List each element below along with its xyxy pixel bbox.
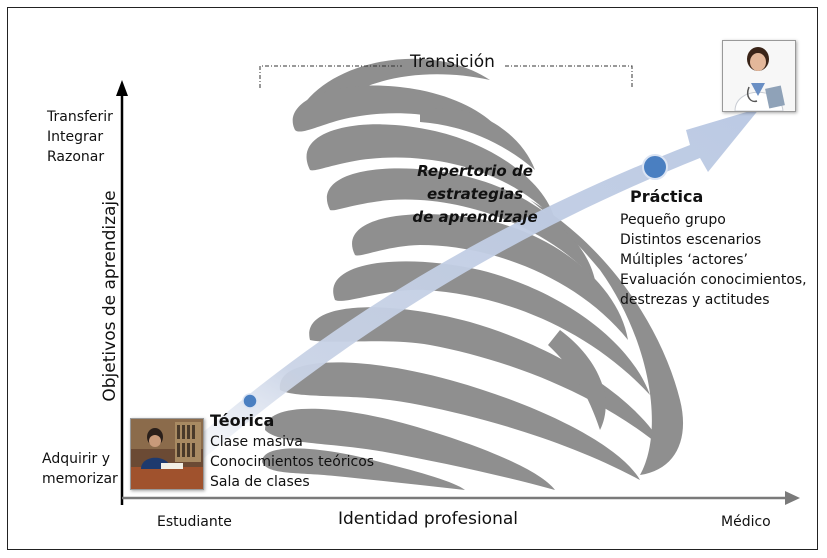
theory-item-3: Sala de clases [210, 474, 310, 490]
practice-title: Práctica [630, 187, 704, 206]
y-top-line-2: Integrar [47, 129, 104, 145]
y-axis-bottom-text: Adquirir y memorizar [42, 449, 118, 489]
theory-dot [242, 393, 258, 409]
y-axis-top-text: Transferir Integrar Razonar [47, 107, 113, 167]
x-axis-start-label: Estudiante [157, 514, 232, 530]
theory-item-1: Clase masiva [210, 434, 303, 450]
strategy-line-2: de aprendizaje [412, 208, 538, 226]
practice-item-1: Pequeño grupo [620, 212, 726, 228]
y-axis [116, 80, 128, 505]
practice-item-4: Evaluación conocimientos, [620, 272, 807, 288]
strategy-swirl [262, 58, 684, 490]
strategy-label: Repertorio de estrategias de aprendizaje [375, 160, 575, 229]
progress-arrow [160, 108, 760, 470]
y-bottom-line-2: memorizar [42, 471, 118, 487]
y-top-line-1: Transferir [47, 109, 113, 125]
y-bottom-line-1: Adquirir y [42, 451, 111, 467]
transition-bracket [259, 65, 633, 88]
y-top-line-3: Razonar [47, 149, 105, 165]
x-axis [122, 491, 800, 505]
practice-item-2: Distintos escenarios [620, 232, 762, 248]
y-axis-label: Objetivos de aprendizaje [100, 190, 120, 402]
x-axis-label: Identidad profesional [338, 509, 518, 529]
transition-label: Transición [410, 52, 495, 72]
student-reading-photo [130, 418, 204, 490]
practice-item-5: destrezas y actitudes [620, 292, 770, 308]
practice-dot [642, 154, 668, 180]
x-axis-end-label: Médico [721, 514, 771, 530]
strategy-line-1: Repertorio de estrategias [417, 162, 533, 203]
practice-item-3: Múltiples ‘actores’ [620, 252, 748, 268]
doctor-photo [722, 40, 796, 112]
theory-item-2: Conocimientos teóricos [210, 454, 375, 470]
practice-block: Práctica Pequeño grupo Distintos escenar… [620, 187, 807, 310]
theory-title: Téorica [210, 411, 275, 430]
theory-block: Téorica Clase masiva Conocimientos teóri… [210, 411, 374, 492]
